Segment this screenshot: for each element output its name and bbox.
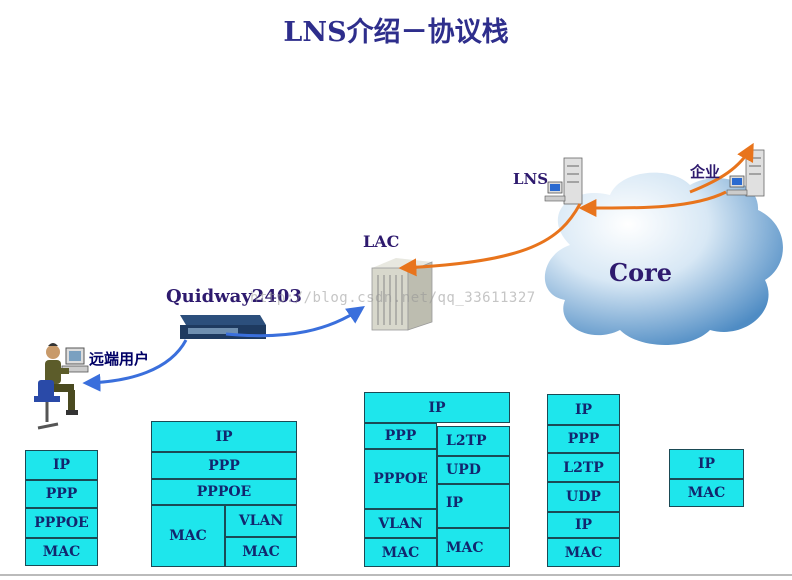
core-cloud [544,172,783,345]
lns-ppp-layer: PPP [547,425,620,453]
lns-udp-layer: UDP [547,482,620,512]
enterprise-lns-tunnel [578,190,727,218]
lns-ip-layer: IP [547,394,620,425]
lac-ip2-layer: IP [437,484,510,528]
remote-user-label: 远端用户 [89,350,150,368]
user-switch-link [82,339,188,392]
remote-user-icon [34,343,89,430]
bottom-divider [0,574,792,576]
lns-server-icon [544,157,583,205]
lac-pppoe-layer: PPPOE [364,449,437,509]
quidway-pppoe-layer: PPPOE [151,479,297,505]
core-label: Core [609,258,673,287]
lac-chassis-icon [371,258,433,331]
user-ip-layer: IP [25,450,98,480]
lac-ip-layer: IP [364,392,510,423]
lac-mac-layer: MAC [364,538,437,567]
quidway-ip-layer: IP [151,421,297,452]
lac-upd-layer: UPD [437,456,510,484]
lac-vlan-layer: VLAN [364,509,437,538]
watermark: http://blog.csdn.net/qq_33611327 [250,290,536,306]
user-pppoe-layer: PPPOE [25,508,98,538]
enterprise-ip-layer: IP [669,449,744,479]
quidway-mac-left-layer: MAC [151,505,225,567]
lns-enterprise-tunnel [689,142,754,194]
quidway-vlan-layer: VLAN [225,505,297,537]
lac-mac2-layer: MAC [437,528,510,567]
lns-l2tp-layer: L2TP [547,453,620,482]
lns-label: LNS [513,170,549,188]
lac-ppp-layer: PPP [364,423,437,449]
lac-l2tp-layer: L2TP [437,426,510,456]
switch-lac-link [225,305,365,338]
page-title: LNS介绍－协议栈 [283,17,509,48]
lns-ip2-layer: IP [547,512,620,538]
quidway-ppp-layer: PPP [151,452,297,479]
user-ppp-layer: PPP [25,480,98,508]
enterprise-mac-layer: MAC [669,479,744,507]
lns-mac-layer: MAC [547,538,620,567]
lac-label: LAC [363,232,400,251]
quidway-label: Quidway2403 [166,286,302,307]
enterprise-label: 企业 [690,163,721,181]
user-mac-layer: MAC [25,538,98,566]
quidway-mac-right-layer: MAC [225,537,297,567]
lac-lns-tunnel [398,203,582,277]
